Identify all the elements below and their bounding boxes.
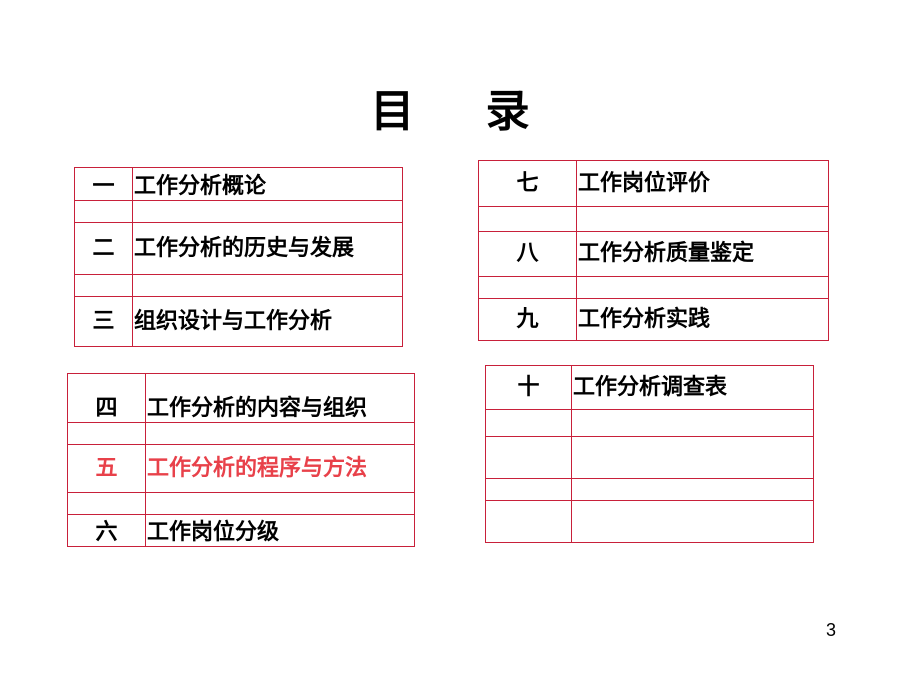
toc-spacer-row: [67, 492, 415, 515]
toc-spacer-row: [67, 422, 415, 445]
toc-item-9[interactable]: 九 工作分析实践: [478, 298, 829, 341]
toc-spacer-row: [74, 274, 403, 297]
toc-label[interactable]: 工作分析实践: [576, 298, 829, 341]
toc-label[interactable]: 工作分析调查表: [571, 365, 814, 410]
toc-number: 十: [485, 365, 572, 410]
toc-label[interactable]: 工作分析的历史与发展: [132, 222, 403, 275]
toc-spacer-row: [74, 200, 403, 223]
toc-item-2[interactable]: 二 工作分析的历史与发展: [74, 222, 403, 275]
toc-empty-row: [485, 478, 814, 501]
toc-item-4[interactable]: 四 工作分析的内容与组织: [67, 373, 415, 423]
toc-empty-row: [485, 436, 814, 479]
toc-label[interactable]: 工作分析质量鉴定: [576, 231, 829, 277]
page-title: 目 录: [370, 86, 558, 137]
toc-number: 二: [74, 222, 133, 275]
toc-item-6[interactable]: 六 工作岗位分级: [67, 514, 415, 547]
toc-table-1: 一 工作分析概论 二 工作分析的历史与发展 三 组织设计与工作分析: [74, 167, 403, 347]
toc-number: 三: [74, 296, 133, 347]
toc-label[interactable]: 工作岗位分级: [145, 514, 415, 547]
toc-label[interactable]: 工作岗位评价: [576, 160, 829, 207]
toc-empty-row: [485, 409, 814, 437]
toc-number: 七: [478, 160, 577, 207]
toc-item-10[interactable]: 十 工作分析调查表: [485, 365, 814, 410]
toc-number: 一: [74, 167, 133, 201]
toc-item-1[interactable]: 一 工作分析概论: [74, 167, 403, 201]
toc-number: 九: [478, 298, 577, 341]
toc-number: 四: [67, 373, 146, 423]
toc-number: 六: [67, 514, 146, 547]
toc-number: 八: [478, 231, 577, 277]
toc-spacer-row: [478, 276, 829, 299]
toc-label[interactable]: 工作分析的程序与方法: [145, 444, 415, 493]
toc-table-3: 七 工作岗位评价 八 工作分析质量鉴定 九 工作分析实践: [478, 160, 829, 341]
toc-number: 五: [67, 444, 146, 493]
toc-empty-row: [485, 500, 814, 543]
toc-label[interactable]: 工作分析的内容与组织: [145, 373, 415, 423]
toc-item-3[interactable]: 三 组织设计与工作分析: [74, 296, 403, 347]
toc-label[interactable]: 工作分析概论: [132, 167, 403, 201]
toc-spacer-row: [478, 206, 829, 232]
toc-item-5[interactable]: 五 工作分析的程序与方法: [67, 444, 415, 493]
toc-table-2: 四 工作分析的内容与组织 五 工作分析的程序与方法 六 工作岗位分级: [67, 373, 415, 547]
page-number: 3: [826, 620, 837, 640]
toc-item-8[interactable]: 八 工作分析质量鉴定: [478, 231, 829, 277]
toc-table-4: 十 工作分析调查表: [485, 365, 814, 543]
toc-label[interactable]: 组织设计与工作分析: [132, 296, 403, 347]
toc-item-7[interactable]: 七 工作岗位评价: [478, 160, 829, 207]
